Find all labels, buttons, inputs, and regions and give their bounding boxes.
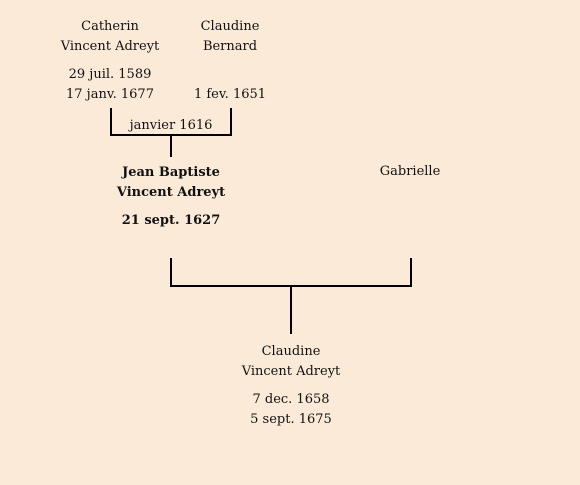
father-surname: Vincent Adreyt — [60, 39, 160, 54]
subject-birth-date: 21 sept. 1627 — [121, 213, 221, 228]
subject-first-name: Jean Baptiste — [122, 165, 220, 180]
subject-connector — [170, 258, 172, 287]
spouse-name: Gabrielle — [379, 164, 441, 179]
subject-card[interactable]: Jean Baptiste Vincent Adreyt 21 sept. 16… — [100, 163, 242, 231]
mother-surname: Bernard — [202, 39, 258, 54]
couple-line — [170, 285, 412, 287]
mother-death-date: 1 fev. 1651 — [193, 87, 267, 102]
father-first-name: Catherin — [81, 19, 139, 34]
mother-card[interactable]: Claudine Bernard 1 fev. 1651 — [170, 17, 290, 105]
parents-marriage-line — [110, 134, 232, 136]
mother-birth-date — [170, 65, 290, 85]
mother-first-name: Claudine — [200, 19, 260, 34]
father-connector — [110, 108, 112, 136]
spouse-card[interactable]: Gabrielle — [350, 162, 470, 182]
child-birth-date: 7 dec. 1658 — [252, 392, 330, 407]
couple-to-child-connector — [290, 287, 292, 334]
mother-connector — [230, 108, 232, 136]
child-death-date: 5 sept. 1675 — [250, 412, 332, 427]
spacer — [50, 57, 170, 65]
father-birth-date: 29 juil. 1589 — [68, 67, 152, 82]
parents-to-child-connector — [170, 136, 172, 157]
father-death-date: 17 janv. 1677 — [66, 87, 154, 102]
father-card[interactable]: Catherin Vincent Adreyt 29 juil. 1589 17… — [50, 17, 170, 105]
child-first-name: Claudine — [261, 344, 321, 359]
parents-marriage-date: janvier 1616 — [129, 118, 213, 133]
spouse-connector — [410, 258, 412, 287]
child-surname: Vincent Adreyt — [241, 364, 341, 379]
subject-surname: Vincent Adreyt — [116, 185, 226, 200]
spacer — [100, 203, 242, 211]
child-card[interactable]: Claudine Vincent Adreyt 7 dec. 1658 5 se… — [220, 342, 362, 430]
spacer — [220, 382, 362, 390]
spacer — [170, 57, 290, 65]
